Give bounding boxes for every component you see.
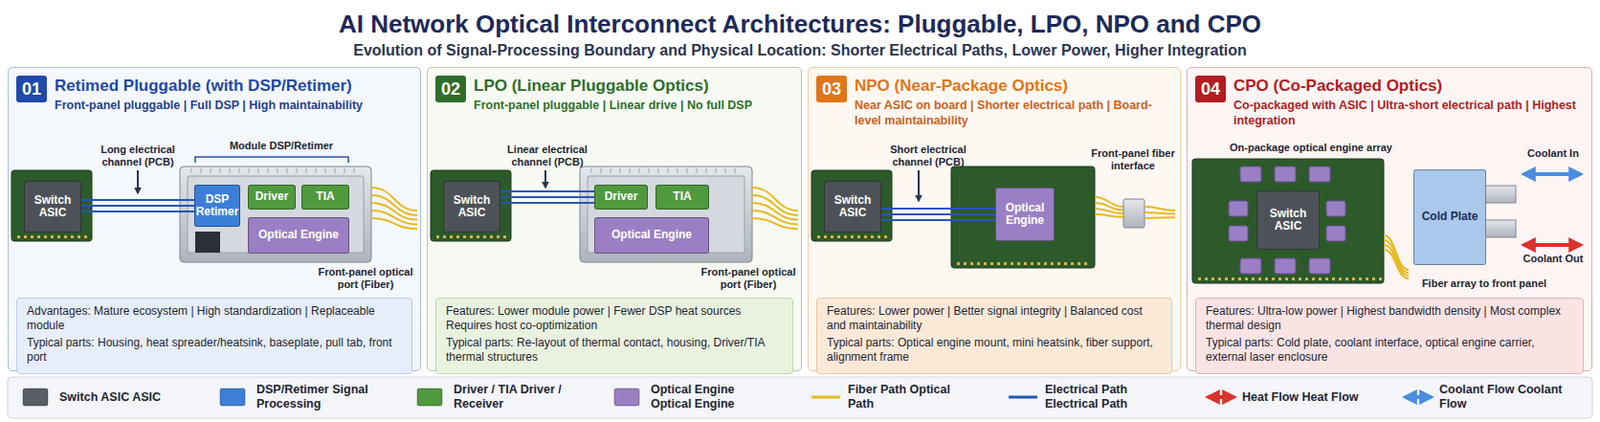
- legend-arrow: [1207, 395, 1235, 400]
- node-text: Switch ASIC: [824, 194, 881, 220]
- electrical-channel: [881, 208, 996, 221]
- component-box: Switch ASIC: [23, 180, 82, 233]
- legend-text: Coolant Flow Coolant Flow: [1439, 382, 1564, 412]
- feature-box: Advantages: Mature ecosystem | High stan…: [16, 297, 413, 375]
- step-number: 02: [435, 75, 467, 103]
- node-text: Switch ASIC: [24, 194, 81, 220]
- component-box: Switch ASIC: [443, 180, 501, 233]
- node-text: TIA: [315, 190, 334, 203]
- component-box: Switch ASIC: [1256, 190, 1320, 250]
- panel-subtitle: Co-packaged with ASIC | Ultra-short elec…: [1233, 98, 1586, 129]
- callout-label: Module DSP/Retimer: [204, 139, 358, 153]
- node-text: Switch ASIC: [444, 194, 500, 220]
- callout-label: Coolant In: [1515, 147, 1591, 160]
- legend-line: [811, 396, 841, 400]
- architecture-panel: 01Switch ASIC DSP Retimer Driver TIA Optical…: [7, 66, 422, 372]
- callout-label: Long electrical channel (PCB): [88, 143, 188, 169]
- architecture-panel: 03Switch ASIC Optical EngineFeatures: Low…: [807, 66, 1181, 372]
- feature-box: Features: Lower power | Better signal in…: [816, 297, 1173, 375]
- legend-swatch: [417, 388, 443, 406]
- electrical-channel: [500, 191, 595, 203]
- node-text: Optical Engine: [996, 201, 1054, 227]
- title: AI Network Optical Interconnect Architec…: [0, 9, 1600, 40]
- node-text: Driver: [604, 190, 639, 203]
- legend-swatch: [614, 388, 640, 406]
- panel-art: [11, 156, 418, 263]
- panel-subtitle: Front-panel pluggable | Full DSP | High …: [54, 98, 415, 114]
- node-text: Typical parts: Cold plate, coolant inter…: [1205, 335, 1574, 365]
- callout-label: On-package optical engine array: [1205, 141, 1417, 155]
- node-text: Optical Engine: [258, 228, 339, 242]
- legend-text: DSP/Retimer Signal Processing: [256, 382, 381, 412]
- panel-title: LPO (Linear Pluggable Optics): [473, 76, 796, 96]
- step-number: 03: [816, 75, 847, 103]
- callout-label: Fiber array to front panel: [1402, 277, 1566, 290]
- panel-title: CPO (Co-Packaged Optics): [1233, 76, 1586, 96]
- panel-art: [811, 166, 1176, 268]
- callout-label: Linear electrical channel (PCB): [499, 143, 596, 169]
- legend-text: Switch ASIC ASIC: [59, 390, 161, 405]
- node-text: Features: Lower module power | Fewer DSP…: [445, 304, 783, 334]
- node-text: Switch ASIC: [1257, 207, 1319, 233]
- node-text: TIA: [672, 190, 691, 203]
- node-text: 02: [441, 79, 461, 100]
- node-text: Typical parts: Optical engine mount, min…: [826, 335, 1162, 365]
- panel-title: Retimed Pluggable (with DSP/Retimer): [54, 76, 415, 96]
- architecture-panel: 02Switch ASIC Driver TIA Optical EngineFeat…: [426, 66, 802, 372]
- callout-label: Front-panel optical port (Fiber): [315, 266, 416, 291]
- node-text: DSP Retimer: [195, 193, 240, 219]
- step-number: 04: [1195, 75, 1226, 103]
- node-text: Typical parts: Re-layout of thermal cont…: [445, 335, 783, 365]
- panel-title: NPO (Near-Package Optics): [854, 76, 1175, 96]
- node-text: Optical Engine: [611, 228, 692, 242]
- caption: Evolution of Signal-Processing Boundary …: [0, 42, 1600, 60]
- node-text: 03: [822, 79, 842, 100]
- legend-text: Electrical Path Electrical Path: [1044, 382, 1170, 412]
- legend-band: [7, 377, 1593, 419]
- component-box: Cold Plate: [1413, 169, 1487, 266]
- electrical-channel: [81, 200, 195, 212]
- node-text: Features: Ultra-low power | Highest band…: [1205, 304, 1574, 334]
- feature-box: Features: Lower module power | Fewer DSP…: [435, 297, 794, 375]
- callout-label: Short electrical channel (PCB): [880, 143, 977, 169]
- architecture-panel: 04Switch ASIC Cold PlateFeatures: Ultra-l…: [1186, 66, 1593, 372]
- legend-text: Heat Flow Heat Flow: [1242, 390, 1359, 405]
- component-box: Optical Engine: [247, 217, 350, 254]
- callout-label: Coolant Out: [1515, 252, 1591, 266]
- node-text: Cold Plate: [1422, 210, 1479, 223]
- feature-box: Features: Ultra-low power | Highest band…: [1195, 297, 1584, 375]
- legend-text: Optical Engine Optical Engine: [650, 382, 776, 412]
- node-text: Advantages: Mature ecosystem | High stan…: [26, 304, 402, 334]
- component-box: Driver: [594, 184, 648, 210]
- component-box: Driver: [247, 184, 296, 210]
- legend-line: [1008, 396, 1038, 400]
- panel-subtitle: Front-panel pluggable | Linear drive | N…: [473, 98, 796, 114]
- step-number: 01: [16, 75, 47, 103]
- legend-text: Fiber Path Optical Path: [847, 382, 973, 412]
- panel-art: [1192, 158, 1581, 284]
- panel-art: [430, 166, 799, 263]
- panel-subtitle: Near ASIC on board | Shorter electrical …: [854, 98, 1175, 129]
- node-text: 04: [1200, 79, 1221, 100]
- node-text: Typical parts: Housing, heat spreader/he…: [26, 335, 402, 365]
- callout-label: Front-panel fiber interface: [1090, 147, 1176, 173]
- legend-text: Driver / TIA Driver / Receiver: [453, 382, 578, 412]
- legend-arrow: [1404, 395, 1432, 400]
- node-text: Driver: [255, 190, 289, 203]
- component-box: DSP Retimer: [194, 184, 241, 227]
- node-text: Features: Lower power | Better signal in…: [826, 304, 1162, 334]
- component-box: TIA: [301, 184, 350, 210]
- component-box: Optical Engine: [995, 187, 1055, 242]
- node-text: 01: [22, 79, 42, 100]
- legend-swatch: [22, 388, 48, 406]
- callout-label: Front-panel optical port (Fiber): [700, 266, 797, 291]
- legend-swatch: [220, 388, 245, 406]
- component-box: Optical Engine: [594, 217, 710, 254]
- component-box: TIA: [655, 184, 710, 210]
- component-box: Switch ASIC: [823, 180, 882, 233]
